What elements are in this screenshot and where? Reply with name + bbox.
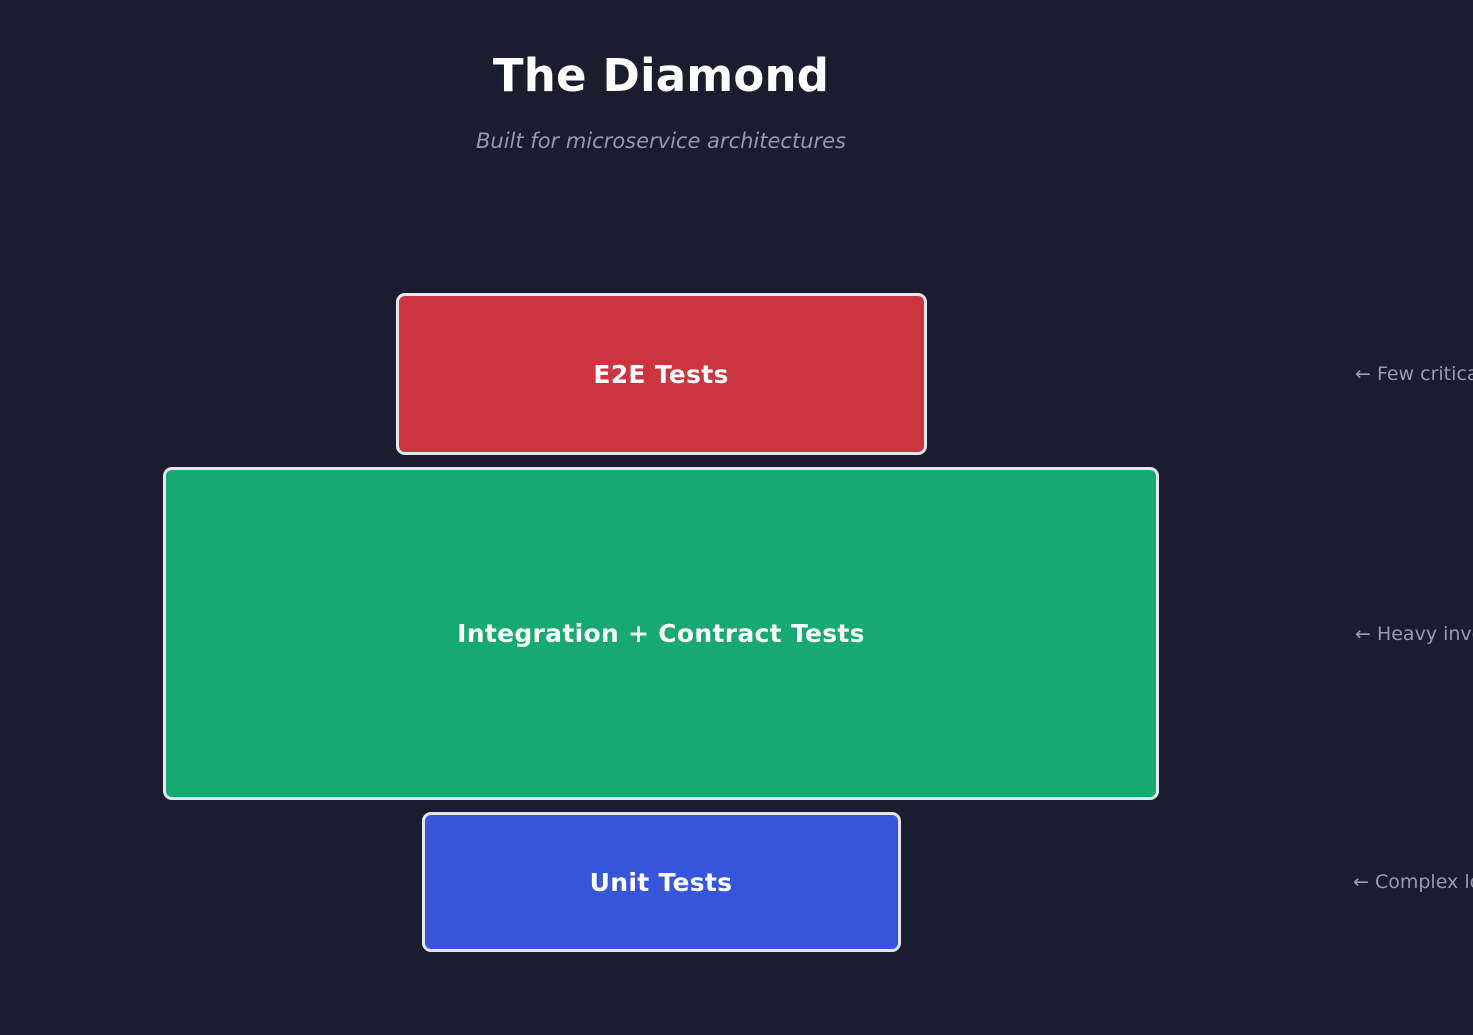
layer-box-e2e[interactable]: E2E Tests	[395, 293, 927, 455]
layer-annotation-unit: ← Complex logic only	[1353, 871, 1473, 893]
testing-diamond-diagram: E2E Tests ← Few critical journeys Integr…	[0, 293, 1473, 952]
layer-annotation-integration: ← Heavy investment here	[1355, 622, 1473, 645]
diagram-layer-integration: Integration + Contract Tests ← Heavy inv…	[0, 467, 1473, 800]
page-subtitle: Built for microservice architectures	[476, 129, 846, 154]
layer-box-unit[interactable]: Unit Tests	[421, 812, 901, 952]
page-header: The Diamond Built for microservice archi…	[0, 52, 1322, 153]
diagram-layer-unit: Unit Tests ← Complex logic only	[0, 812, 1473, 952]
diagram-layer-e2e: E2E Tests ← Few critical journeys	[0, 293, 1473, 455]
page-title: The Diamond	[492, 49, 830, 102]
layer-annotation-e2e: ← Few critical journeys	[1355, 363, 1473, 385]
layer-label-e2e: E2E Tests	[593, 359, 729, 389]
layer-label-unit: Unit Tests	[589, 867, 733, 897]
layer-label-integration: Integration + Contract Tests	[457, 619, 865, 648]
layer-box-integration[interactable]: Integration + Contract Tests	[163, 467, 1159, 800]
